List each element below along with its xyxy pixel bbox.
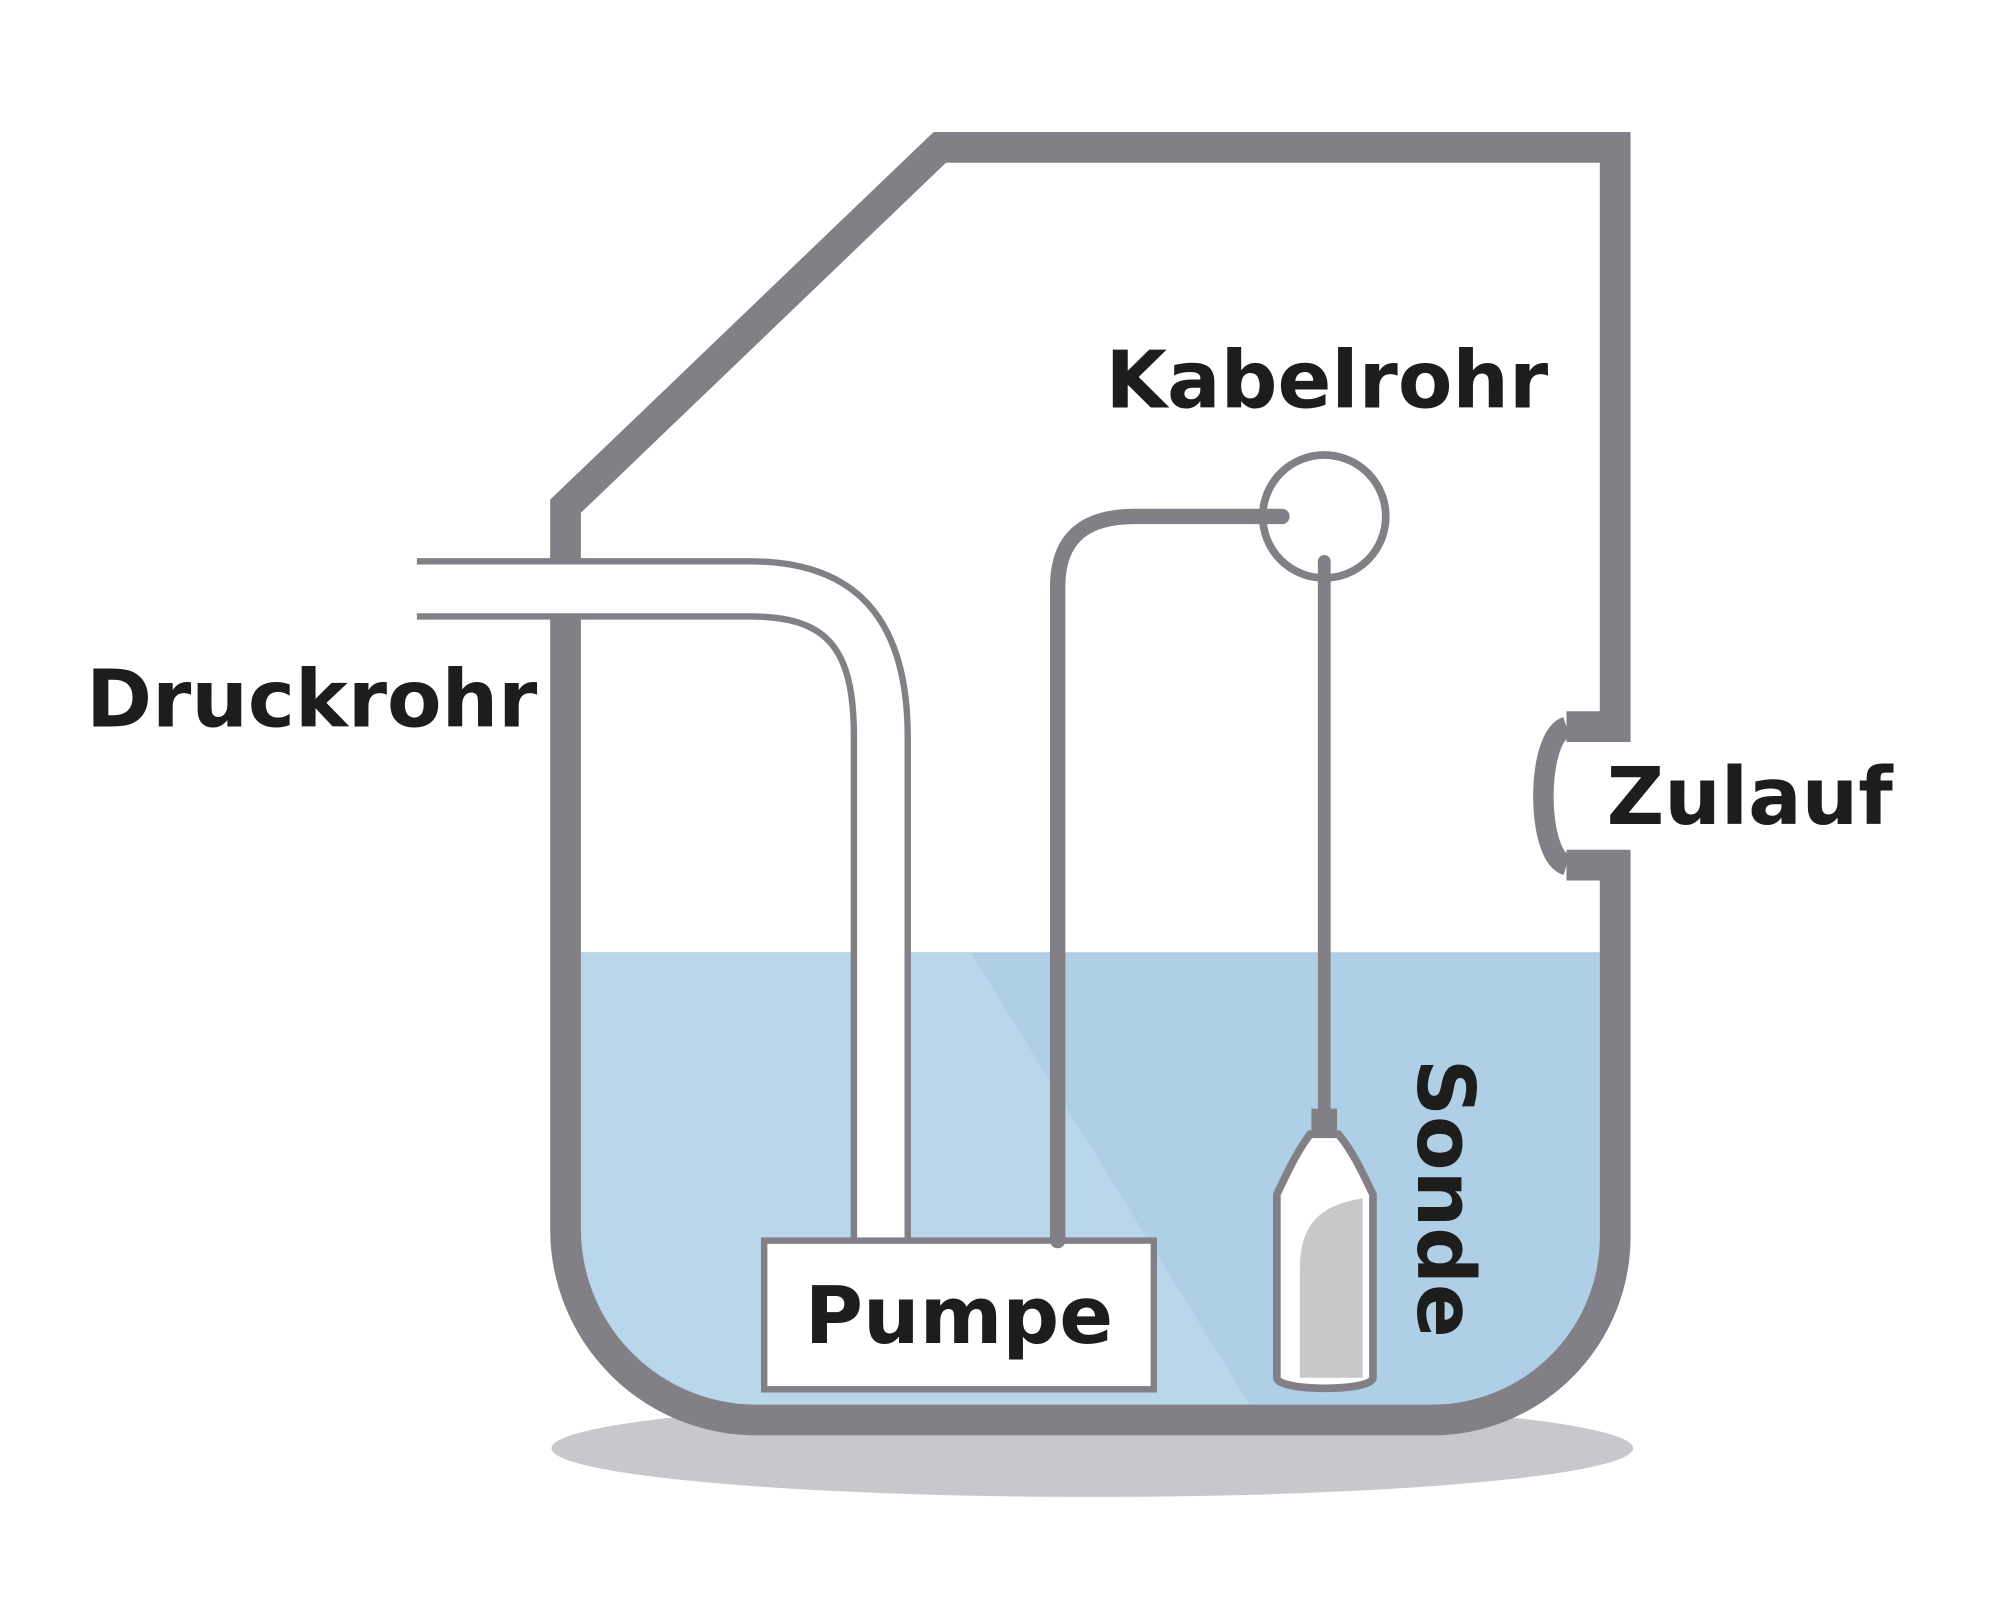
pump-box — [760, 1237, 1157, 1393]
pump-label: Pumpe — [805, 1269, 1113, 1362]
probe — [1272, 1108, 1377, 1393]
inlet-label: Zulauf — [1607, 750, 1895, 843]
pressure-pipe — [416, 558, 911, 1241]
tank-wall — [550, 132, 1631, 1436]
probe-label: Sonde — [1399, 1059, 1492, 1338]
cable-pipe-label: Kabelrohr — [1105, 334, 1548, 427]
pressure-pipe-label: Druckrohr — [86, 653, 537, 746]
cable-pipe — [1049, 508, 1290, 1249]
inlet-opening — [1533, 716, 1572, 875]
